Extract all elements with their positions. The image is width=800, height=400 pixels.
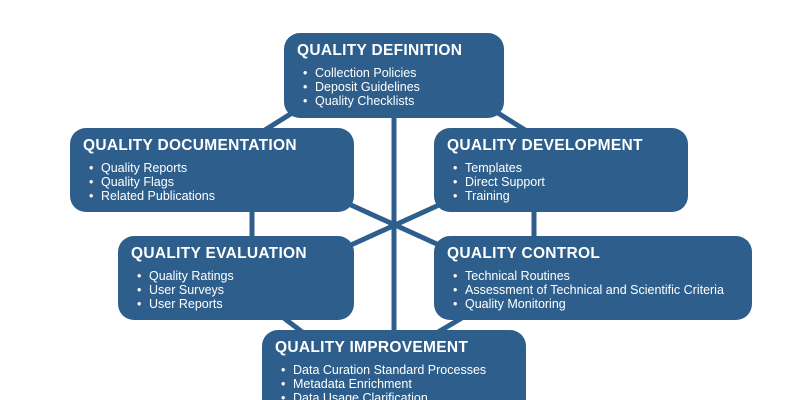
list-item-text: Data Curation Standard Processes [293, 363, 487, 377]
node-title: QUALITY DEFINITION [297, 42, 463, 59]
bullet-icon: • [137, 269, 142, 283]
node-quality-evaluation: QUALITY EVALUATION • Quality Ratings • Use… [118, 236, 354, 320]
list-item: • Quality Ratings [137, 269, 342, 283]
bullet-icon: • [89, 175, 94, 189]
bullet-icon: • [453, 189, 458, 203]
list-item: • User Surveys [137, 283, 342, 297]
node-quality-definition: QUALITY DEFINITION • Collection Policies … [284, 33, 504, 118]
list-item: • Training [453, 189, 676, 203]
node-item-list: • Quality Reports • Quality Flags • Related… [83, 161, 342, 203]
list-item: • Collection Policies [303, 66, 492, 80]
list-item-text: Collection Policies [315, 66, 417, 80]
list-item-text: Direct Support [465, 175, 545, 189]
list-item-text: Quality Flags [101, 175, 174, 189]
node-title: QUALITY IMPROVEMENT [275, 339, 469, 356]
list-item-text: User Reports [149, 297, 223, 311]
bullet-icon: • [137, 283, 142, 297]
list-item-text: Quality Monitoring [465, 297, 566, 311]
node-quality-development: QUALITY DEVELOPMENT • Templates • Direct S… [434, 128, 688, 212]
node-quality-improvement: QUALITY IMPROVEMENT • Data Curation Stand… [262, 330, 526, 400]
node-item-list: • Technical Routines • Assessment of Techn… [447, 269, 740, 311]
bullet-icon: • [303, 80, 308, 94]
node-title: QUALITY DOCUMENTATION [83, 137, 297, 154]
node-item-list: • Quality Ratings • User Surveys • User Rep… [131, 269, 342, 311]
list-item-text: Templates [465, 161, 522, 175]
list-item: • User Reports [137, 297, 342, 311]
node-title: QUALITY DEVELOPMENT [447, 137, 643, 154]
list-item-text: Quality Checklists [315, 94, 415, 108]
bullet-icon: • [137, 297, 142, 311]
list-item-text: Metadata Enrichment [293, 377, 412, 391]
list-item: • Templates [453, 161, 676, 175]
list-item: • Quality Monitoring [453, 297, 740, 311]
node-title: QUALITY CONTROL [447, 245, 601, 262]
list-item: • Deposit Guidelines [303, 80, 492, 94]
list-item: • Assessment of Technical and Scientific … [453, 283, 740, 297]
node-item-list: • Templates • Direct Support • Training [447, 161, 676, 203]
bullet-icon: • [453, 175, 458, 189]
connector-spoke-development-evaluation [337, 197, 453, 253]
bullet-icon: • [453, 269, 458, 283]
list-item-text: Technical Routines [465, 269, 570, 283]
list-item: • Metadata Enrichment [281, 377, 514, 391]
list-item-text: Deposit Guidelines [315, 80, 420, 94]
node-quality-documentation: QUALITY DOCUMENTATION • Quality Reports •… [70, 128, 354, 212]
list-item: • Direct Support [453, 175, 676, 189]
bullet-icon: • [453, 297, 458, 311]
list-item-text: User Surveys [149, 283, 225, 297]
bullet-icon: • [281, 391, 286, 400]
list-item-text: Related Publications [101, 189, 215, 203]
list-item: • Data Usage Clarification [281, 391, 514, 400]
list-item: • Data Curation Standard Processes [281, 363, 514, 377]
bullet-icon: • [281, 377, 286, 391]
list-item: • Quality Reports [89, 161, 342, 175]
node-item-list: • Data Curation Standard Processes • Metad… [275, 363, 514, 400]
list-item-text: Training [465, 189, 510, 203]
list-item-text: Quality Reports [101, 161, 188, 175]
bullet-icon: • [453, 161, 458, 175]
bullet-icon: • [281, 363, 286, 377]
list-item-text: Quality Ratings [149, 269, 234, 283]
bullet-icon: • [303, 66, 308, 80]
bullet-icon: • [303, 94, 308, 108]
node-quality-control: QUALITY CONTROL • Technical Routines • Ass… [434, 236, 752, 320]
node-title: QUALITY EVALUATION [131, 245, 307, 262]
list-item: • Technical Routines [453, 269, 740, 283]
bullet-icon: • [89, 161, 94, 175]
list-item: • Related Publications [89, 189, 342, 203]
list-item: • Quality Flags [89, 175, 342, 189]
list-item-text: Data Usage Clarification [293, 391, 428, 400]
bullet-icon: • [453, 283, 458, 297]
node-item-list: • Collection Policies • Deposit Guidelines… [297, 66, 492, 108]
list-item-text: Assessment of Technical and Scientific C… [465, 283, 724, 297]
bullet-icon: • [89, 189, 94, 203]
list-item: • Quality Checklists [303, 94, 492, 108]
